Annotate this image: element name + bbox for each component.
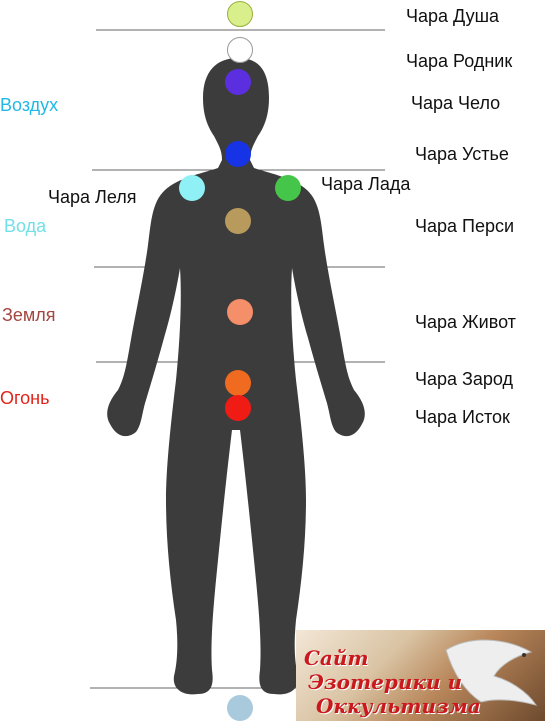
element-label-air: Воздух (0, 95, 59, 115)
chakra-label-chelo: Чара Чело (411, 93, 501, 113)
site-watermark: Сайт Эзотерики и Оккультизма (296, 630, 545, 721)
dove-icon (445, 639, 538, 706)
chakra-lelya-circle (179, 175, 205, 201)
chakra-rodnik-circle (227, 37, 253, 63)
chakra-label-ustye: Чара Устье (415, 144, 509, 164)
element-label-fire: Огонь (0, 388, 50, 408)
chakra-label-istok: Чара Исток (415, 407, 510, 427)
element-label-water: Вода (4, 216, 47, 236)
watermark-line-3: Оккультизма (316, 694, 481, 718)
chakra-lada-circle (275, 175, 301, 201)
chakra-label-persi: Чара Перси (415, 216, 515, 236)
chakra-label-rodnik: Чара Родник (406, 51, 513, 71)
element-label-earth: Земля (2, 305, 56, 325)
chakra-zhivot-circle (227, 299, 253, 325)
chakra-zarod-circle (225, 370, 251, 396)
chakra-earth-circle (227, 695, 253, 721)
chakra-istok-circle (225, 395, 251, 421)
chakra-chelo-circle (225, 69, 251, 95)
watermark-line-2: Эзотерики и (308, 670, 463, 694)
chakra-label-lada: Чара Лада (321, 174, 411, 194)
chakra-ustye-circle (225, 141, 251, 167)
watermark-line-1: Сайт (304, 646, 369, 670)
chakra-label-zhivot: Чара Живот (415, 312, 516, 332)
chakra-persi-circle (225, 208, 251, 234)
chakra-dusha-circle (227, 1, 253, 27)
chakra-label-dusha: Чара Душа (406, 6, 500, 26)
chakra-label-zarod: Чара Зарод (415, 369, 514, 389)
chakra-label-lelya: Чара Леля (48, 187, 137, 207)
